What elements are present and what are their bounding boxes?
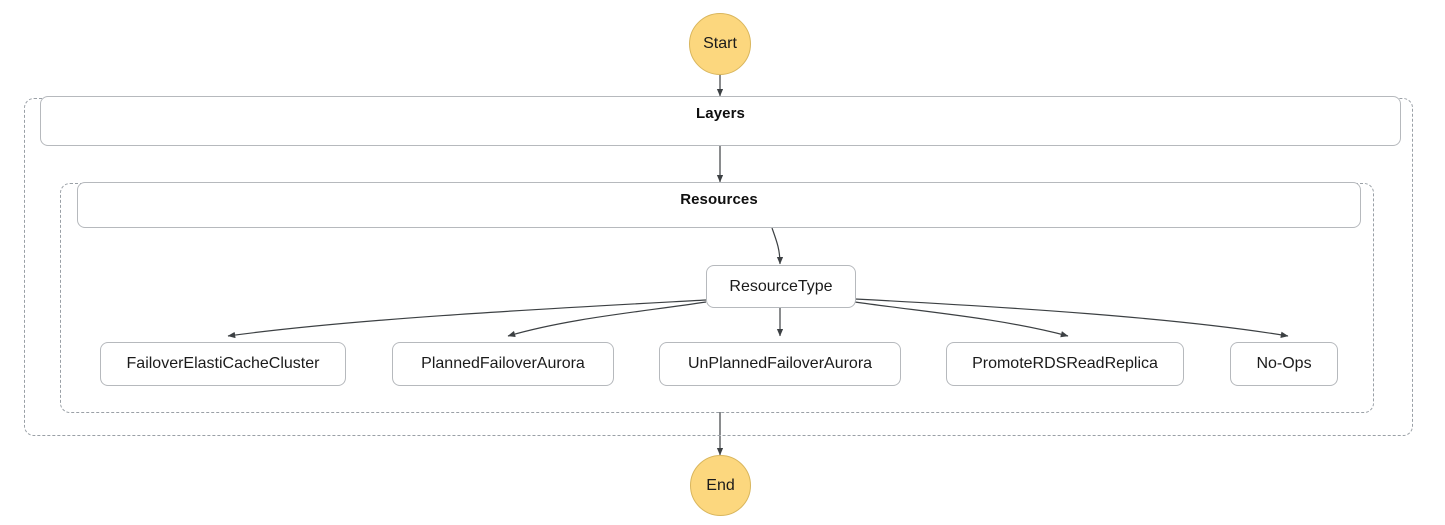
- cluster-label-resources: Resources: [680, 191, 758, 208]
- end-node-label: End: [706, 476, 735, 494]
- start-node-label: Start: [703, 35, 737, 52]
- cluster-title-box-resources[interactable]: Resources: [77, 182, 1361, 228]
- node-planned-failover-aurora-label: PlannedFailoverAurora: [421, 355, 585, 372]
- node-resource-type[interactable]: ResourceType: [706, 265, 856, 308]
- node-failover-elasti-cache-cluster[interactable]: FailoverElastiCacheCluster: [100, 342, 346, 386]
- node-no-ops-label: No-Ops: [1256, 355, 1312, 372]
- cluster-label-layers: Layers: [696, 105, 745, 122]
- node-failover-elasti-cache-cluster-label: FailoverElastiCacheCluster: [126, 355, 320, 372]
- node-unplanned-failover-aurora-label: UnPlannedFailoverAurora: [687, 355, 873, 372]
- node-unplanned-failover-aurora[interactable]: UnPlannedFailoverAurora: [659, 342, 901, 386]
- node-no-ops[interactable]: No-Ops: [1230, 342, 1338, 386]
- end-node[interactable]: End: [690, 455, 751, 516]
- node-promote-rds-read-replica[interactable]: PromoteRDSReadReplica: [946, 342, 1184, 386]
- node-planned-failover-aurora[interactable]: PlannedFailoverAurora: [392, 342, 614, 386]
- node-resource-type-label: ResourceType: [729, 277, 833, 295]
- cluster-title-box-layers[interactable]: Layers: [40, 96, 1401, 146]
- node-promote-rds-read-replica-label: PromoteRDSReadReplica: [972, 355, 1158, 372]
- start-node[interactable]: Start: [689, 13, 751, 75]
